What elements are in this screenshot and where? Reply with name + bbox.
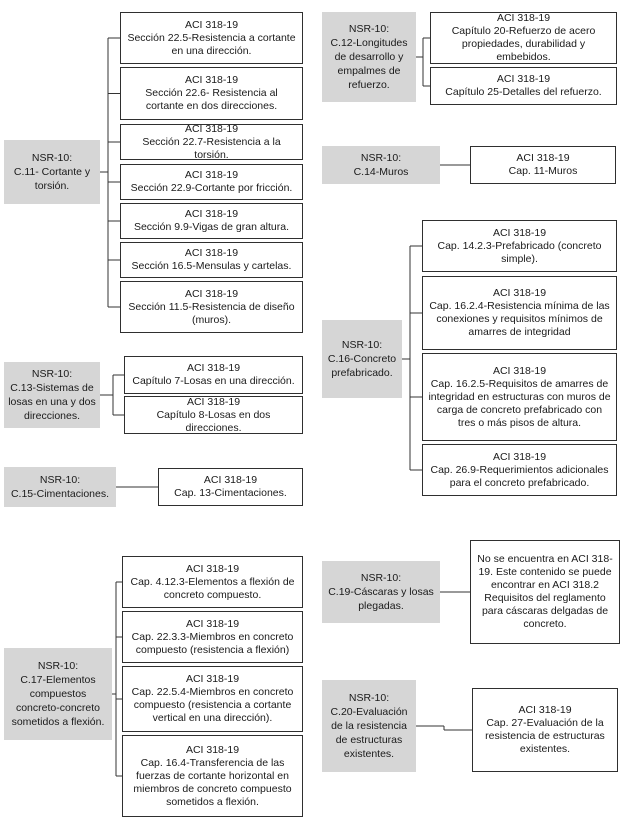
aci-c16-item-1: ACI 318-19 Cap. 14.2.3-Prefabricado (con… bbox=[422, 220, 617, 272]
aci-c16-item-3: ACI 318-19 Cap. 16.2.5-Requisitos de ama… bbox=[422, 353, 617, 441]
aci-c11-item-4: ACI 318-19 Sección 22.9-Cortante por fri… bbox=[120, 164, 303, 200]
nsr-c17-box: NSR-10: C.17-Elementos compuestos concre… bbox=[4, 648, 112, 740]
aci-c17-item-3: ACI 318-19 Cap. 22.5.4-Miembros en concr… bbox=[122, 666, 303, 732]
aci-c12-item-1: ACI 318-19 Capítulo 20-Refuerzo de acero… bbox=[430, 12, 617, 64]
nsr-c12-box: NSR-10: C.12-Longitudes de desarrollo y … bbox=[322, 12, 416, 102]
nsr-c15-box: NSR-10: C.15-Cimentaciones. bbox=[4, 467, 116, 507]
aci-c20-item-1: ACI 318-19 Cap. 27-Evaluación de la resi… bbox=[472, 688, 618, 772]
aci-c17-item-2: ACI 318-19 Cap. 22.3.3-Miembros en concr… bbox=[122, 611, 303, 663]
aci-c13-item-1: ACI 318-19 Capítulo 7-Losas en una direc… bbox=[124, 356, 303, 394]
nsr-c20-box: NSR-10: C.20-Evaluación de la resistenci… bbox=[322, 680, 416, 772]
aci-c17-item-1: ACI 318-19 Cap. 4.12.3-Elementos a flexi… bbox=[122, 556, 303, 608]
aci-c11-item-2: ACI 318-19 Sección 22.6- Resistencia al … bbox=[120, 67, 303, 120]
aci-c11-item-7: ACI 318-19 Sección 11.5-Resistencia de d… bbox=[120, 281, 303, 333]
aci-c11-item-3: ACI 318-19 Sección 22.7-Resistencia a la… bbox=[120, 123, 303, 161]
nsr-c11-box: NSR-10: C.11- Cortante y torsión. bbox=[4, 140, 100, 204]
aci-c16-item-4: ACI 318-19 Cap. 26.9-Requerimientos adic… bbox=[422, 444, 617, 496]
nsr-c13-box: NSR-10: C.13-Sistemas de losas en una y … bbox=[4, 362, 100, 428]
aci-c14-item-1: ACI 318-19 Cap. 11-Muros bbox=[470, 146, 616, 184]
aci-c11-item-1: ACI 318-19 Sección 22.5-Resistencia a co… bbox=[120, 12, 303, 64]
aci-c12-item-2: ACI 318-19 Capítulo 25-Detalles del refu… bbox=[430, 67, 617, 105]
aci-c19-item-1: No se encuentra en ACI 318-19. Este cont… bbox=[470, 540, 620, 644]
nsr-c16-box: NSR-10: C.16-Concreto prefabricado. bbox=[322, 320, 402, 398]
nsr-c14-box: NSR-10: C.14-Muros bbox=[322, 146, 440, 184]
aci-c11-item-5: ACI 318-19 Sección 9.9-Vigas de gran alt… bbox=[120, 203, 303, 239]
aci-c13-item-2: ACI 318-19 Capítulo 8-Losas en dos direc… bbox=[124, 396, 303, 434]
aci-c17-item-4: ACI 318-19 Cap. 16.4-Transferencia de la… bbox=[122, 735, 303, 817]
nsr-c19-box: NSR-10: C.19-Cáscaras y losas plegadas. bbox=[322, 561, 440, 623]
aci-c15-item-1: ACI 318-19 Cap. 13-Cimentaciones. bbox=[158, 468, 303, 506]
aci-c16-item-2: ACI 318-19 Cap. 16.2.4-Resistencia mínim… bbox=[422, 276, 617, 350]
aci-c11-item-6: ACI 318-19 Sección 16.5-Mensulas y carte… bbox=[120, 242, 303, 278]
